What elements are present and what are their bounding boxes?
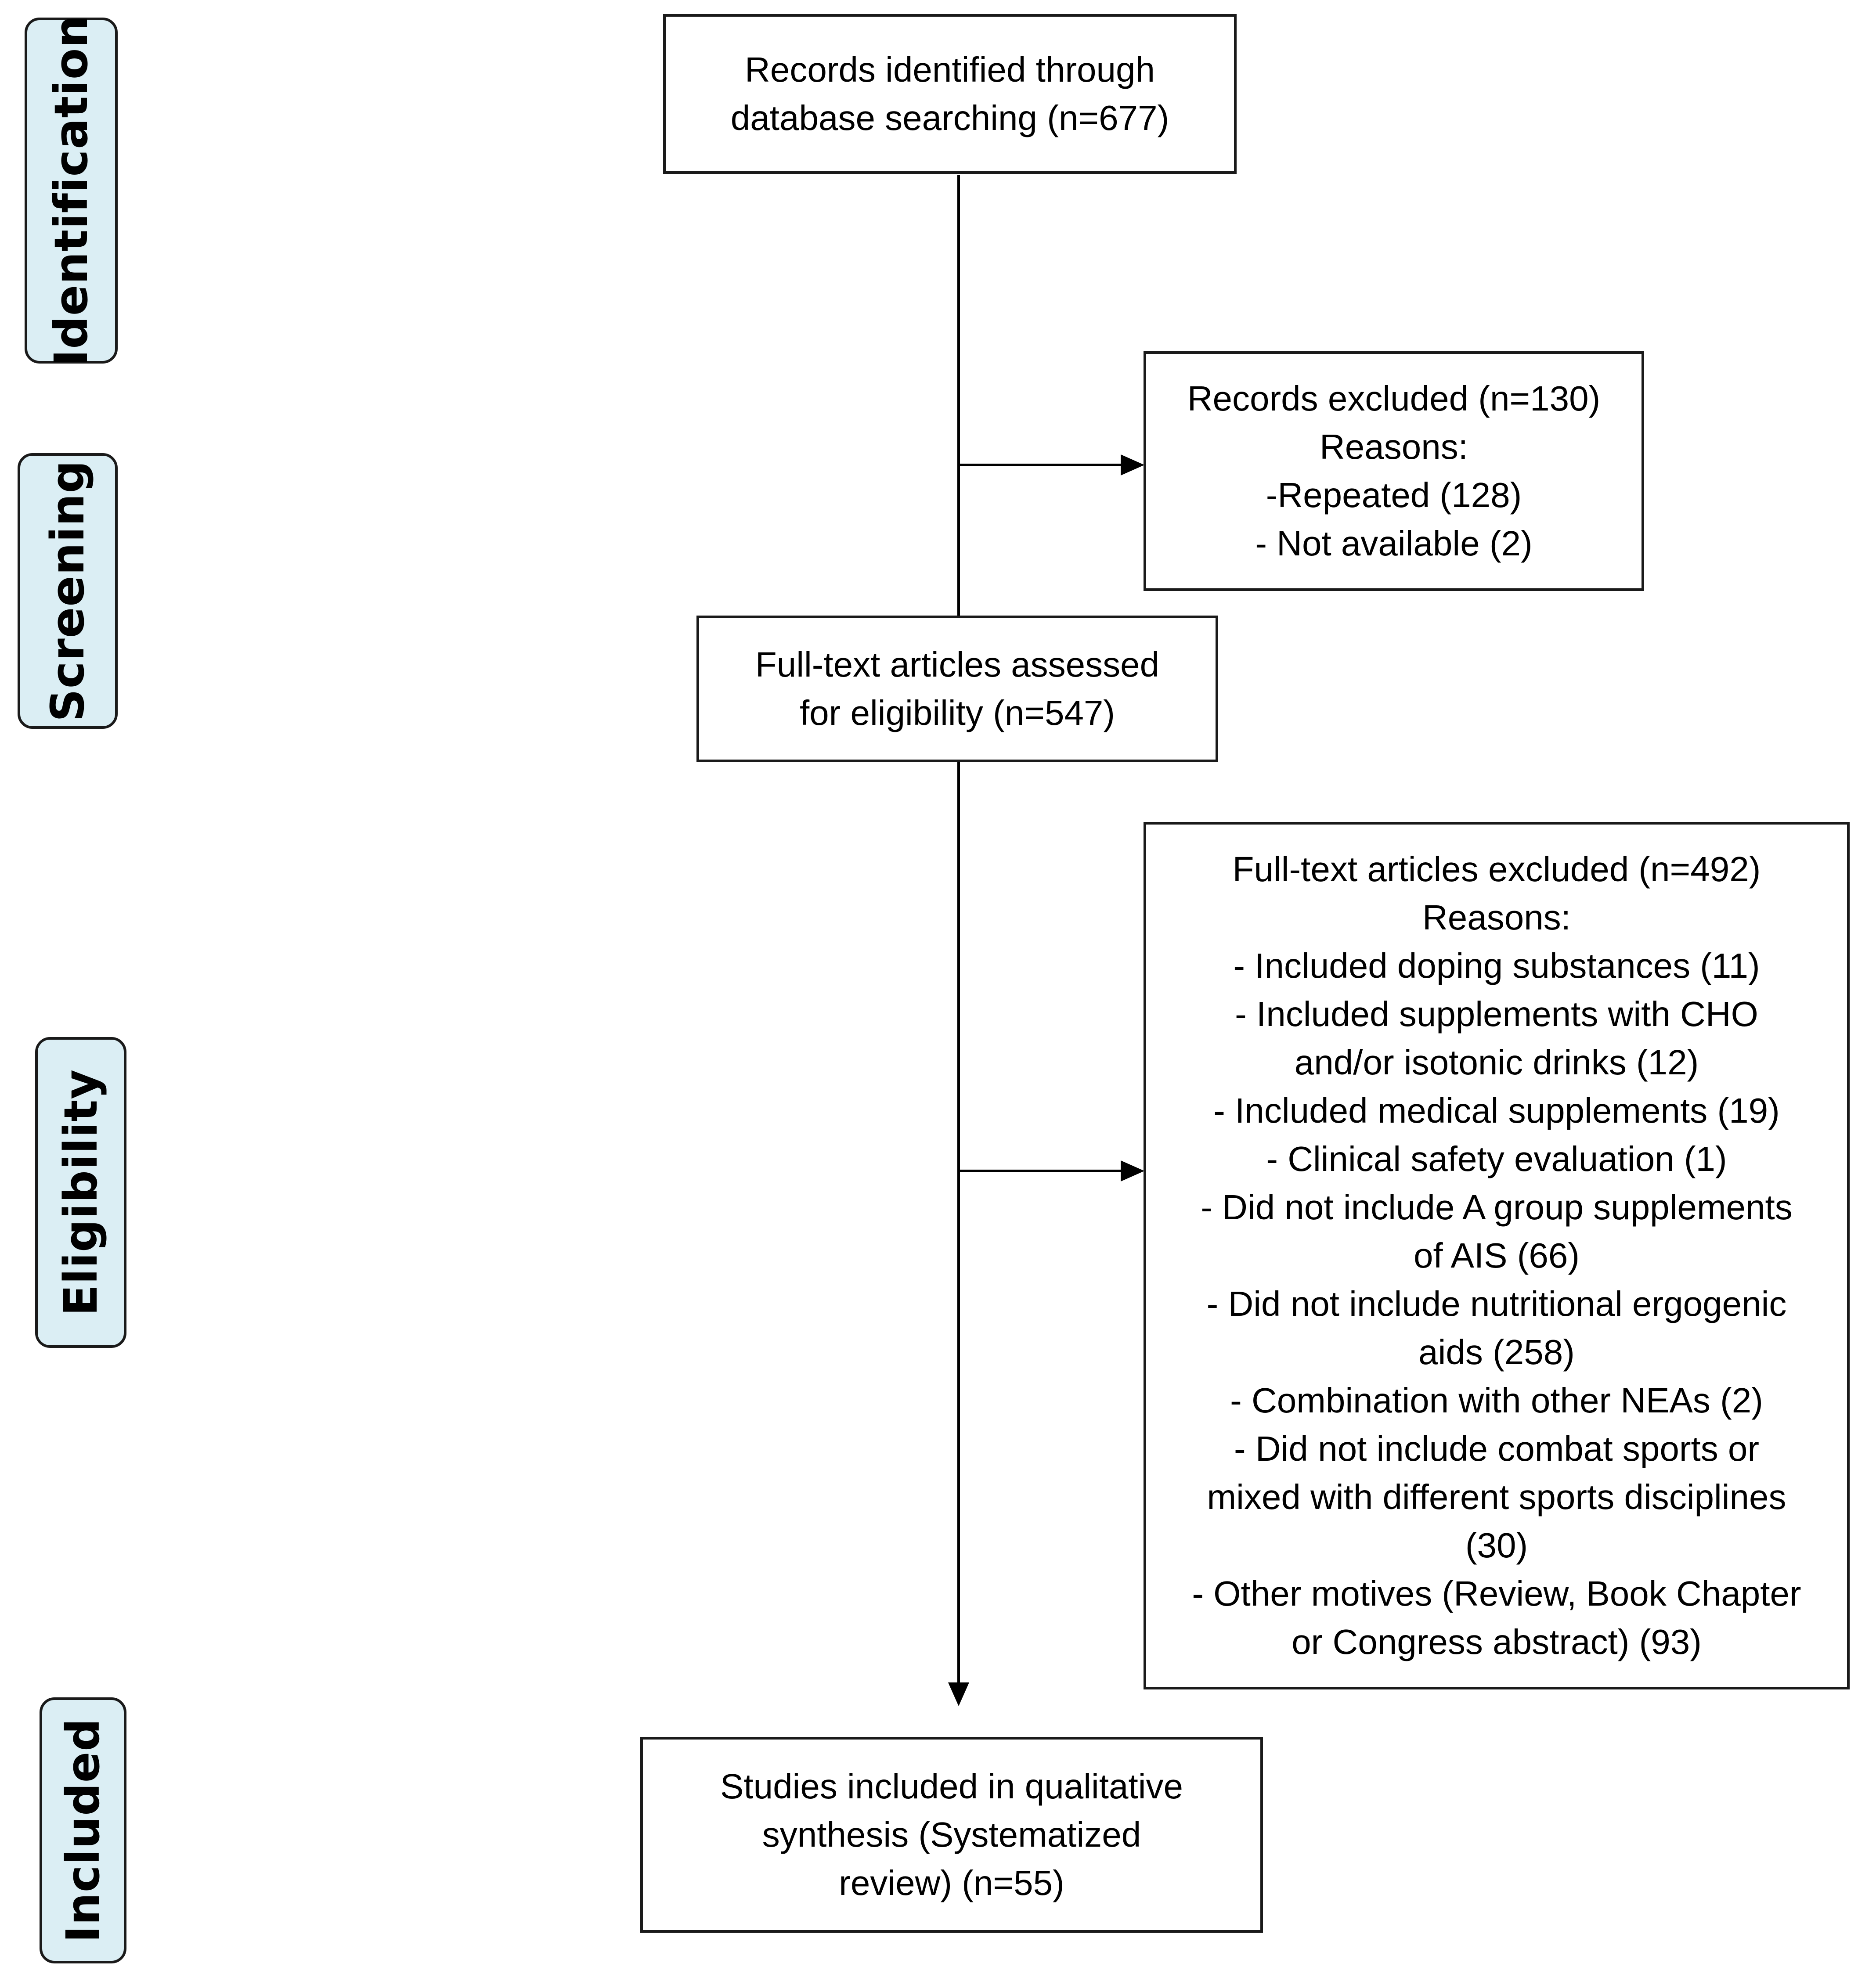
records-identified-box: Records identified through database sear…	[663, 14, 1237, 174]
box-line: or Congress abstract) (93)	[1292, 1622, 1702, 1661]
box-line: Reasons:	[1422, 898, 1571, 937]
studies-included-box: Studies included in qualitative synthesi…	[640, 1737, 1263, 1933]
box-line: mixed with different sports disciplines	[1207, 1477, 1786, 1516]
connector-to-full-text-excluded	[957, 1170, 1121, 1172]
box-line: review) (n=55)	[839, 1863, 1064, 1902]
full-text-assessed-box: Full-text articles assessed for eligibil…	[696, 616, 1218, 762]
box-line: Records excluded (n=130)	[1187, 379, 1601, 418]
arrow-to-full-text-excluded	[1121, 1160, 1144, 1181]
stage-label-included: Included	[40, 1697, 126, 1963]
box-line: - Did not include A group supplements	[1201, 1188, 1793, 1227]
box-line: - Combination with other NEAs (2)	[1230, 1381, 1763, 1420]
box-line: aids (258)	[1418, 1333, 1575, 1372]
box-line: (30)	[1465, 1526, 1528, 1565]
stage-label-screening: Screening	[18, 453, 118, 729]
box-line: Studies included in qualitative	[720, 1767, 1183, 1806]
records-excluded-box: Records excluded (n=130) Reasons: -Repea…	[1144, 351, 1644, 591]
stage-label-eligibility: Eligibility	[35, 1037, 126, 1348]
box-line: - Included medical supplements (19)	[1213, 1091, 1780, 1130]
box-line: - Other motives (Review, Book Chapter	[1192, 1574, 1801, 1613]
arrow-to-studies-included	[948, 1682, 969, 1706]
box-line: - Not available (2)	[1255, 524, 1533, 563]
arrow-to-records-excluded	[1121, 454, 1144, 475]
stage-label-eligibility-text: Eligibility	[54, 1069, 108, 1316]
box-line: - Included doping substances (11)	[1233, 946, 1760, 985]
connector-assessed-to-included	[957, 762, 960, 1684]
box-line: - Did not include combat sports or	[1234, 1429, 1760, 1468]
box-line: - Included supplements with CHO	[1235, 994, 1758, 1034]
box-line: for eligibility (n=547)	[799, 693, 1115, 732]
box-line: of AIS (66)	[1414, 1236, 1580, 1275]
box-line: - Did not include nutritional ergogenic	[1206, 1284, 1787, 1323]
full-text-excluded-box: Full-text articles excluded (n=492) Reas…	[1144, 822, 1850, 1689]
stage-label-identification: Identification	[25, 14, 118, 367]
connector-to-records-excluded	[957, 464, 1121, 466]
box-line: - Clinical safety evaluation (1)	[1266, 1139, 1727, 1178]
box-line: Full-text articles assessed	[755, 645, 1160, 684]
box-line: -Repeated (128)	[1266, 475, 1522, 515]
box-line: synthesis (Systematized	[762, 1815, 1141, 1854]
stage-label-screening-text: Screening	[41, 460, 94, 722]
stage-label-identification-text: Identification	[44, 14, 98, 367]
stage-label-included-text: Included	[56, 1718, 110, 1943]
box-line: and/or isotonic drinks (12)	[1294, 1043, 1699, 1082]
box-line: database searching (n=677)	[730, 98, 1169, 137]
box-line: Records identified through	[745, 50, 1155, 89]
connector-identified-to-assessed	[957, 175, 960, 617]
box-line: Full-text articles excluded (n=492)	[1232, 850, 1761, 889]
box-line: Reasons:	[1320, 427, 1468, 466]
